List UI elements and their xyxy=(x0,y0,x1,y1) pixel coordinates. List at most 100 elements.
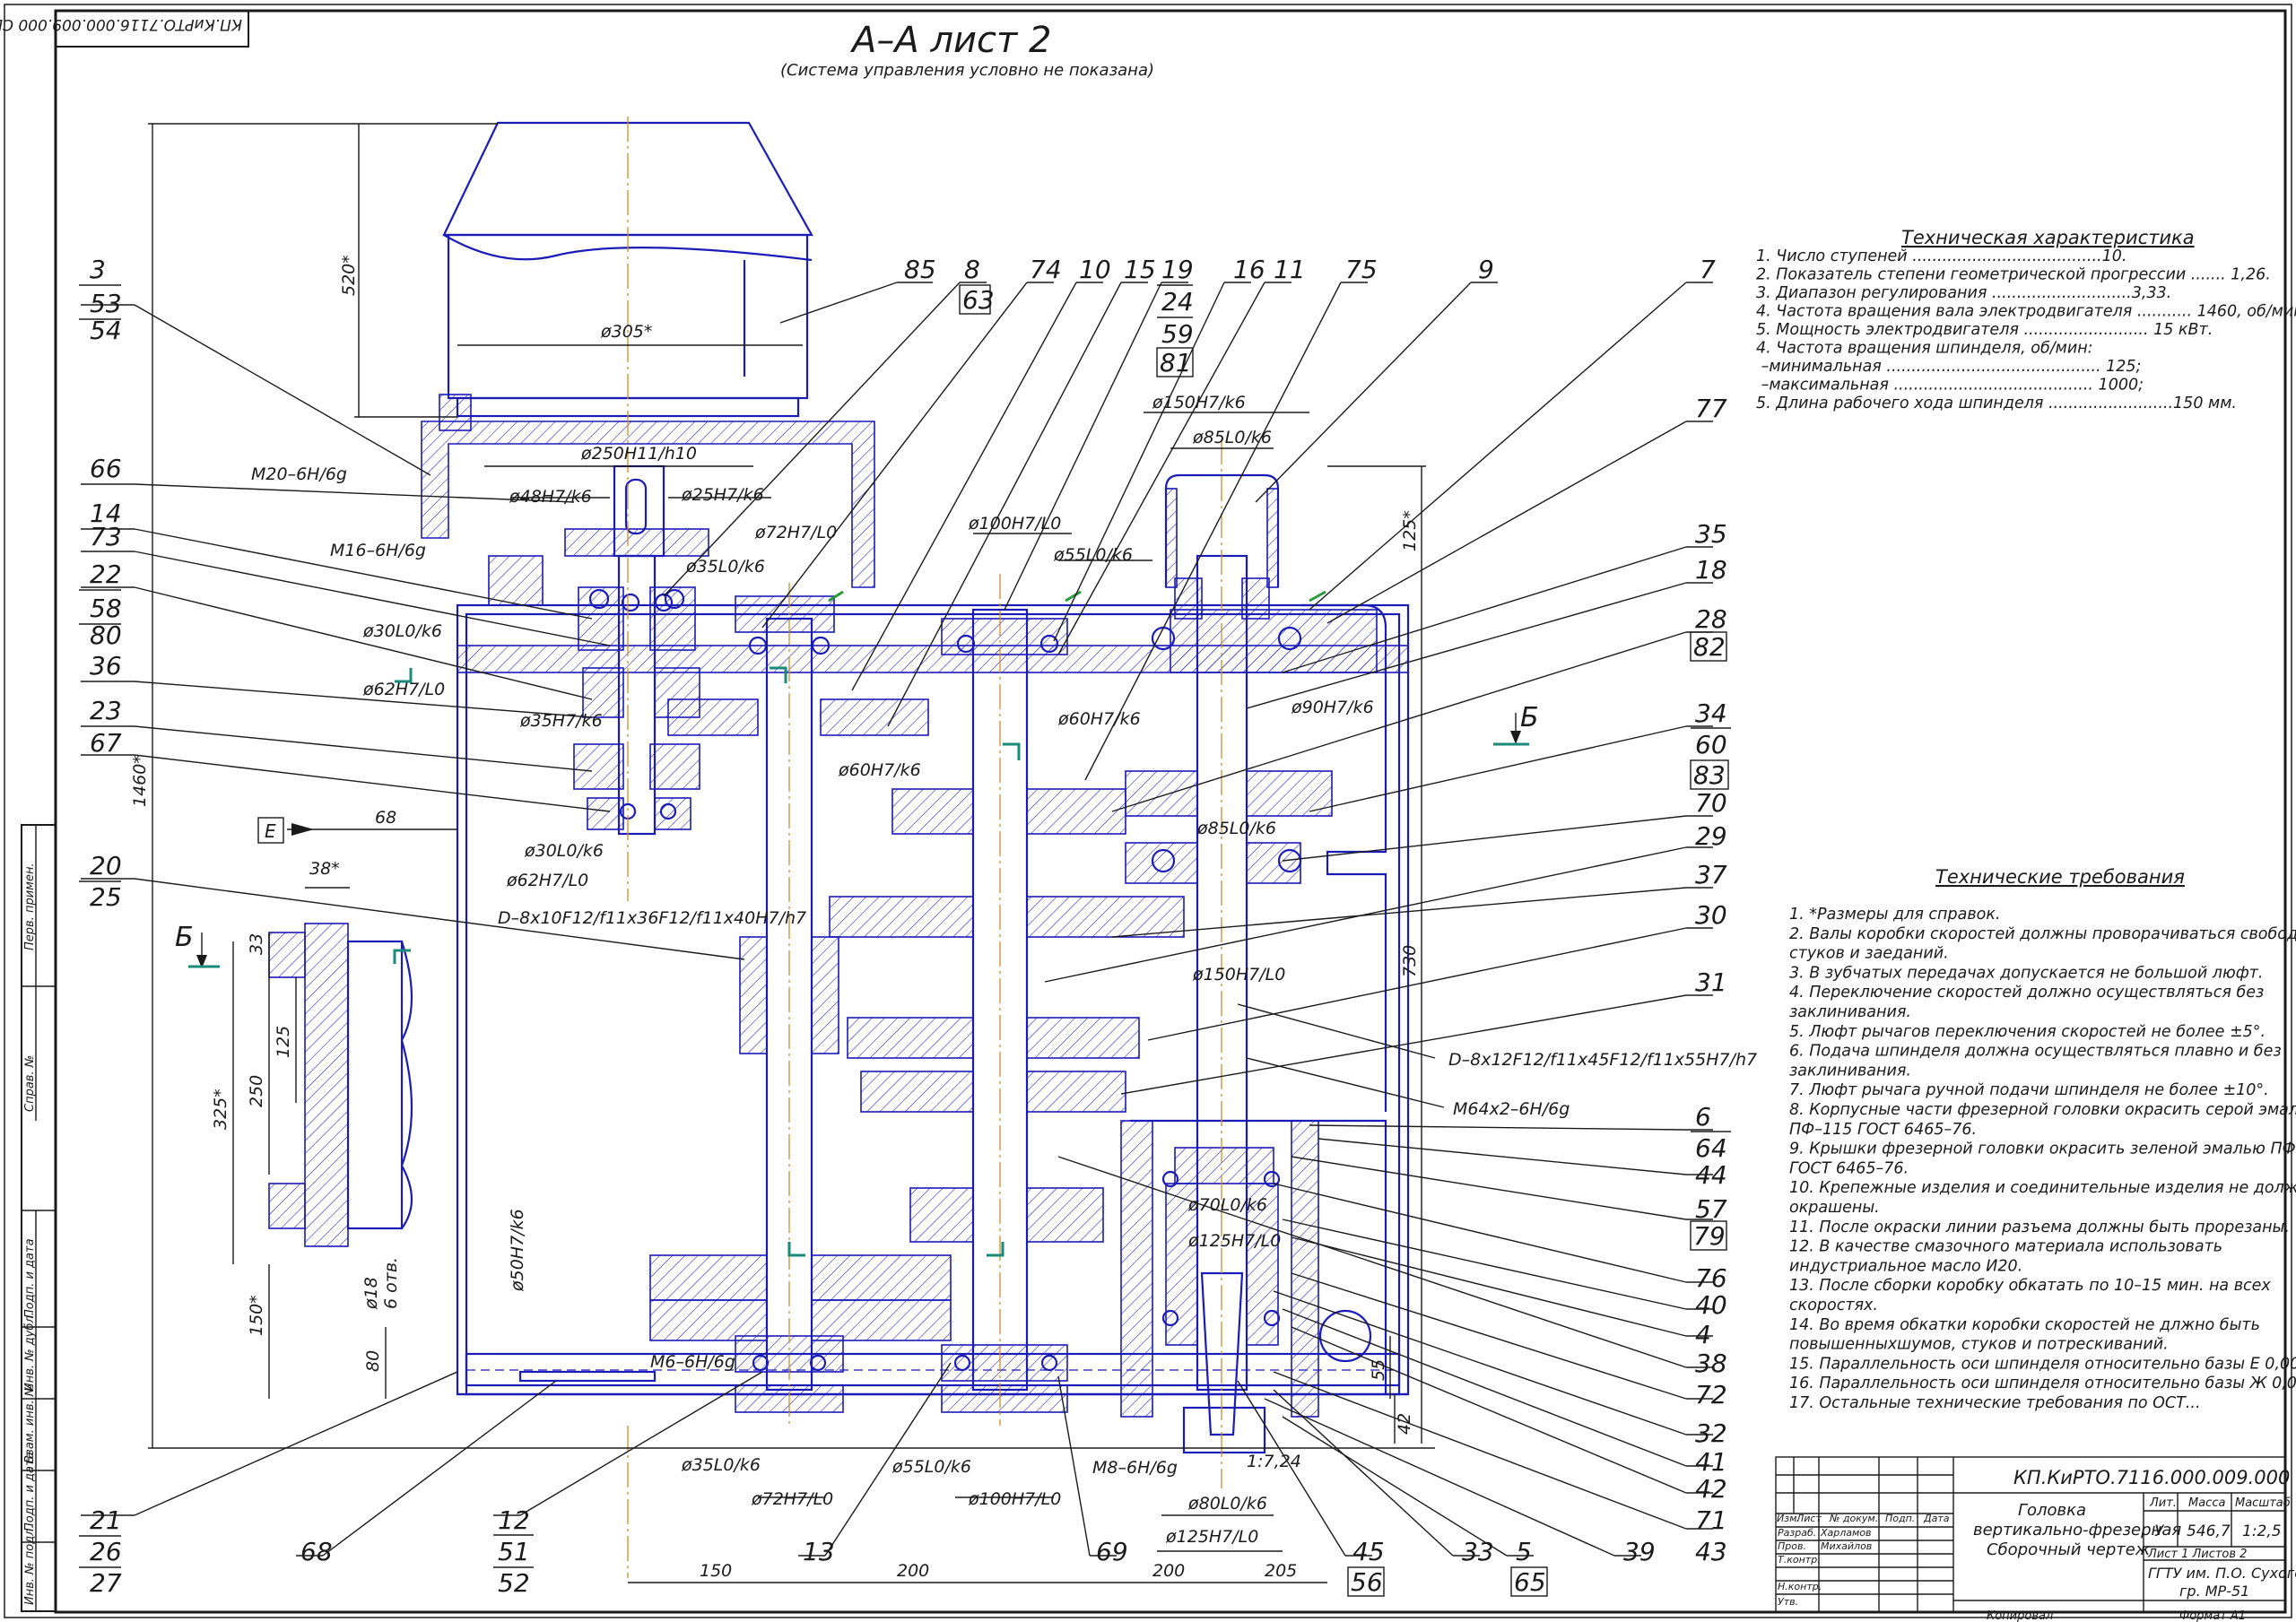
svg-text:Взам. инв. №: Взам. инв. № xyxy=(23,1384,37,1463)
svg-text:14: 14 xyxy=(90,499,122,528)
tech-characteristics-line: –минимальная ...........................… xyxy=(1756,358,2141,376)
svg-text:57: 57 xyxy=(1695,1194,1727,1224)
section-subtitle: (Система управления условно не показана) xyxy=(780,61,1154,80)
svg-text:37: 37 xyxy=(1695,860,1727,889)
svg-text:18: 18 xyxy=(1695,555,1727,585)
tech-requirements-line: 3. В зубчатых передачах допускается не б… xyxy=(1789,964,2263,982)
svg-text:ø250H11/h10: ø250H11/h10 xyxy=(580,444,697,464)
svg-text:76: 76 xyxy=(1695,1263,1727,1293)
svg-text:11: 11 xyxy=(1274,255,1306,284)
tech-characteristics-line: 2. Показатель степени геометрической про… xyxy=(1756,266,2271,284)
callouts-top: 85 8 63 74 10 15 19 24 59 81 16 11 75 9 … xyxy=(904,255,1716,377)
svg-text:M64x2–6H/6g: M64x2–6H/6g xyxy=(1453,1099,1570,1119)
svg-text:36: 36 xyxy=(90,651,122,681)
tech-requirements-line: окрашены. xyxy=(1789,1199,1880,1217)
svg-text:34: 34 xyxy=(1695,698,1727,728)
svg-text:ø85L0/k6: ø85L0/k6 xyxy=(1196,819,1276,838)
svg-text:77: 77 xyxy=(1695,394,1727,423)
tech-requirements-line: 10. Крепежные изделия и соединительные и… xyxy=(1789,1179,2296,1197)
svg-text:73: 73 xyxy=(90,522,122,551)
tech-characteristics-line: 1. Число ступеней ......................… xyxy=(1756,247,2126,265)
tech-requirements-line: 2. Валы коробки скоростей должны провора… xyxy=(1789,925,2296,943)
svg-text:Формат А1: Формат А1 xyxy=(2179,1609,2246,1622)
svg-text:M8–6H/6g: M8–6H/6g xyxy=(1092,1458,1178,1478)
svg-text:546,7: 546,7 xyxy=(2187,1522,2231,1540)
sheet-outer-frame xyxy=(4,4,2292,1618)
tech-requirements-line: ГОСТ 6465–76. xyxy=(1789,1159,1909,1177)
rotated-code-text: КП.КиРТО.7116.000.009.000 СБ xyxy=(0,15,242,33)
section-b-left: Б xyxy=(175,922,220,968)
svg-text:7: 7 xyxy=(1700,255,1716,284)
svg-text:№ докум.: № докум. xyxy=(1829,1513,1878,1524)
svg-text:27: 27 xyxy=(90,1568,122,1598)
svg-text:38*: 38* xyxy=(309,859,340,879)
svg-text:Пров.: Пров. xyxy=(1778,1540,1806,1552)
svg-text:85: 85 xyxy=(904,255,936,284)
svg-text:Подп. и дата: Подп. и дата xyxy=(23,1452,37,1531)
svg-text:520*: 520* xyxy=(339,255,359,296)
tech-requirements-line: повышенныхшумов, стуков и потрескиваний. xyxy=(1789,1336,2169,1354)
svg-text:ø150H7/L0: ø150H7/L0 xyxy=(1192,965,1285,984)
svg-text:58: 58 xyxy=(90,594,122,623)
svg-text:9: 9 xyxy=(1478,255,1494,284)
svg-text:ø90H7/k6: ø90H7/k6 xyxy=(1291,698,1374,717)
svg-text:1460*: 1460* xyxy=(130,755,150,807)
svg-text:Техническая характеристика: Техническая характеристика xyxy=(1901,227,2195,248)
tech-characteristics-line: 3. Диапазон регулирования ..............… xyxy=(1756,284,2171,302)
svg-text:Утв.: Утв. xyxy=(1778,1596,1798,1608)
tech-characteristics-line: 4. Частота вращения шпинделя, об/мин: xyxy=(1756,340,2093,358)
tech-requirements-line: 1. *Размеры для справок. xyxy=(1789,906,2000,924)
svg-text:ø85L0/k6: ø85L0/k6 xyxy=(1192,428,1272,447)
svg-text:54: 54 xyxy=(90,316,122,345)
tech-requirements-line: заклинивания. xyxy=(1789,1003,1911,1021)
svg-text:45: 45 xyxy=(1352,1537,1385,1566)
svg-text:Перв. примен.: Перв. примен. xyxy=(23,863,37,950)
section-title: А–А лист 2 xyxy=(849,20,1051,61)
dimension-lines xyxy=(148,123,1435,1583)
svg-text:ø80L0/k6: ø80L0/k6 xyxy=(1187,1494,1267,1514)
svg-text:44: 44 xyxy=(1695,1160,1727,1190)
tech-requirements-line: 13. После сборки коробку обкатать по 10–… xyxy=(1789,1277,2271,1295)
svg-text:Инв. № дубл.: Инв. № дубл. xyxy=(23,1312,37,1392)
svg-text:ø55L0/k6: ø55L0/k6 xyxy=(1053,545,1133,565)
svg-text:150*: 150* xyxy=(247,1295,266,1336)
svg-text:ø60H7/k6: ø60H7/k6 xyxy=(1057,709,1141,729)
callouts-left: 3 53 54 66 14 73 22 58 80 36 23 67 20 25… xyxy=(79,255,122,1598)
svg-text:23: 23 xyxy=(90,696,122,725)
tech-characteristics-line: 5. Длина рабочего хода шпинделя ........… xyxy=(1756,395,2237,412)
svg-text:ø100H7/L0: ø100H7/L0 xyxy=(968,1489,1061,1509)
svg-text:вертикально-фрезерная: вертикально-фрезерная xyxy=(1973,1521,2181,1540)
svg-text:53: 53 xyxy=(90,289,122,318)
title-block: КП.КиРТО.7116.000.009.000 СБ Изм. Лист №… xyxy=(1775,1456,2296,1622)
svg-text:79: 79 xyxy=(1693,1221,1726,1251)
svg-text:325*: 325* xyxy=(211,1089,230,1130)
svg-text:28: 28 xyxy=(1695,604,1727,634)
svg-text:41: 41 xyxy=(1695,1447,1727,1477)
svg-text:M6–6H/6g: M6–6H/6g xyxy=(650,1352,735,1372)
svg-text:ø72H7/L0: ø72H7/L0 xyxy=(751,1489,833,1509)
svg-text:33: 33 xyxy=(1462,1537,1494,1566)
svg-text:ø18: ø18 xyxy=(361,1277,381,1310)
svg-text:3: 3 xyxy=(90,255,106,284)
svg-text:69: 69 xyxy=(1096,1537,1128,1566)
svg-text:33: 33 xyxy=(247,933,266,955)
tech-characteristics-line: 4. Частота вращения вала электродвигател… xyxy=(1756,303,2296,321)
svg-text:Н.контр.: Н.контр. xyxy=(1778,1581,1822,1592)
svg-text:ø35L0/k6: ø35L0/k6 xyxy=(685,557,765,577)
svg-text:ø35H7/k6: ø35H7/k6 xyxy=(519,711,603,731)
tech-requirements-line: 15. Параллельность оси шпинделя относите… xyxy=(1789,1355,2296,1373)
tech-requirements-line: 8. Корпусные части фрезерной головки окр… xyxy=(1789,1101,2296,1119)
svg-text:Масса: Масса xyxy=(2188,1496,2225,1510)
svg-text:ø62H7/L0: ø62H7/L0 xyxy=(506,871,588,890)
leader-lines xyxy=(81,282,1713,1557)
svg-text:Подп. и дата: Подп. и дата xyxy=(23,1238,37,1318)
svg-text:Лист 1 Листов 2: Лист 1 Листов 2 xyxy=(2147,1548,2247,1561)
svg-text:Лит.: Лит. xyxy=(2149,1496,2177,1510)
rotated-code-box xyxy=(55,10,249,48)
svg-text:1:2,5: 1:2,5 xyxy=(2242,1522,2282,1540)
svg-text:D–8x10F12/f11x36F12/f11x40H7/h: D–8x10F12/f11x36F12/f11x40H7/h7 xyxy=(498,908,806,928)
svg-text:70: 70 xyxy=(1695,788,1727,818)
svg-text:5: 5 xyxy=(1516,1537,1532,1566)
svg-text:Лист: Лист xyxy=(1796,1513,1822,1524)
